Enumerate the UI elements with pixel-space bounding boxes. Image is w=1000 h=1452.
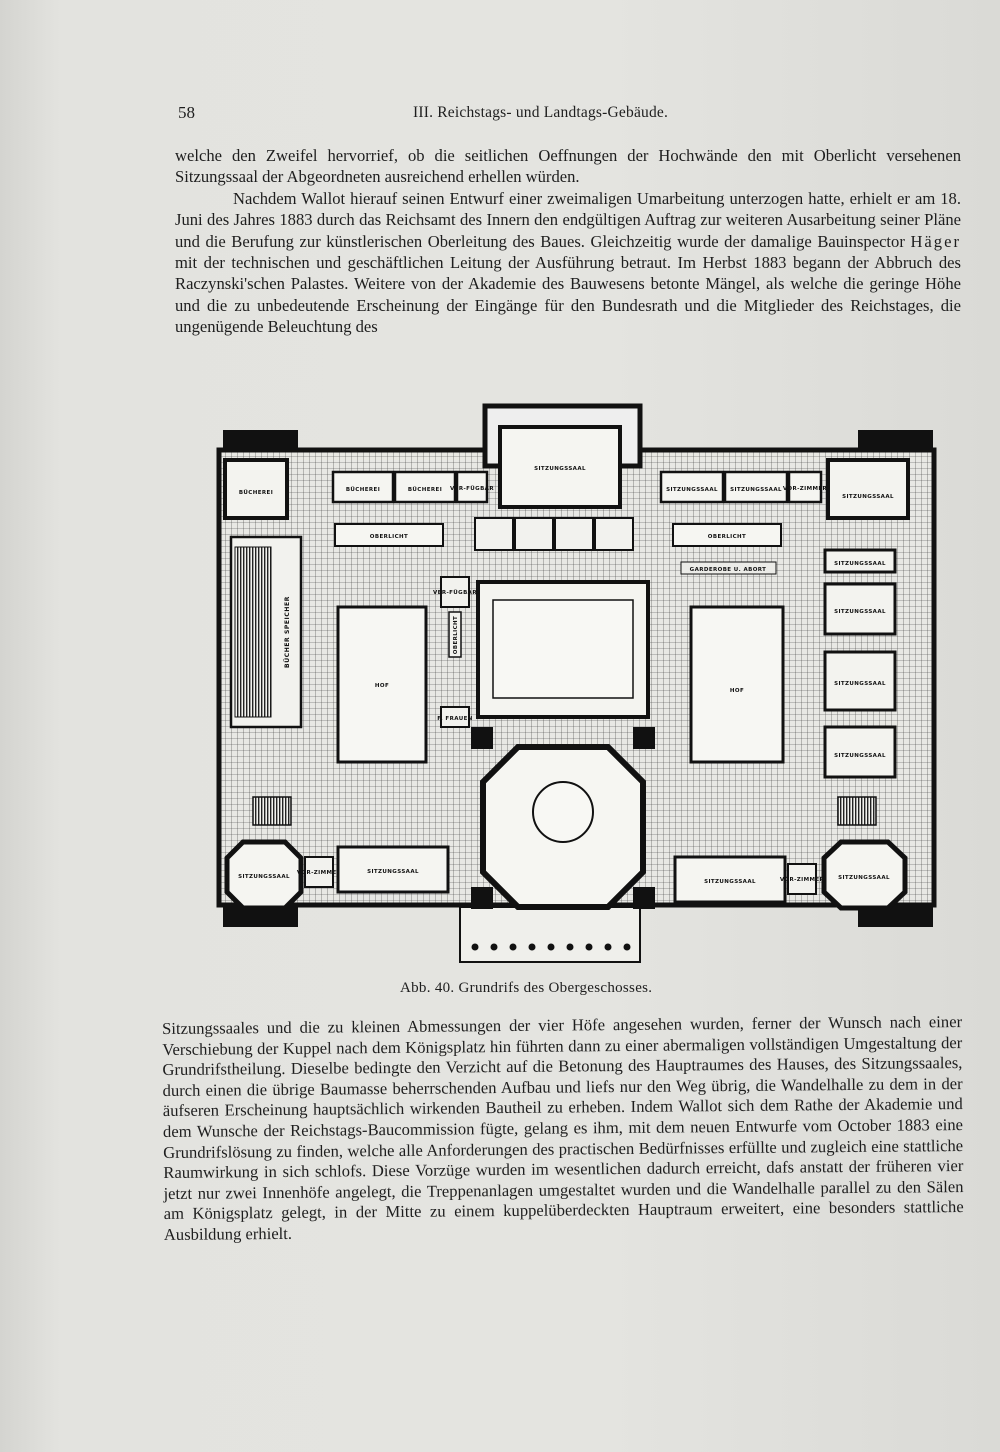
label-fuer-frauen: F. FRAUEN [437,716,472,722]
label-ss-side-4: SITZUNGSSAAL [834,753,886,759]
room-sitzungssaal-top [498,425,622,509]
paragraph: welche den Zweifel hervorrief, ob die se… [175,146,961,187]
room-vorzimmer-bl [304,856,334,888]
portico [459,906,641,963]
label-ss-side-2: SITZUNGSSAAL [834,609,886,615]
label-oberlicht-right: OBERLICHT [708,534,746,540]
label-ss-corner-br: SITZUNGSSAAL [838,875,890,881]
paragraph: Nachdem Wallot hierauf seinen Entwurf ei… [175,188,961,338]
text-block-top: welche den Zweifel hervorrief, ob die se… [175,145,961,338]
oberlicht-right [672,523,782,547]
label-ss-side-1: SITZUNGSSAAL [834,561,886,567]
label-garderobe: GARDEROBE U. ABORT [690,567,767,573]
floor-plan-drawing: BÜCHEREI SITZUNGSSAAL SITZUNGSSAAL BÜCHE… [216,403,937,963]
main-hall-inner [492,599,634,699]
dome-piers [471,727,655,909]
room-ss-side-1 [823,548,897,574]
room-buecherei-2 [393,470,457,504]
room-verfuegbar [455,470,489,504]
label-verfuegbar-2: VER-FÜGBAR [433,589,477,596]
label-hof-right: HOF [730,688,744,694]
room-ss-side-4 [823,725,897,779]
name-spaced: Häger [910,231,961,251]
label-ss-corner-bl: SITZUNGSSAAL [238,874,290,880]
room-ss-side-3 [823,650,897,712]
text-block-bottom: Sitzungssaales und die zu kleinen Abmess… [162,1012,964,1246]
room-ss-bottom-right [673,855,787,904]
label-sitzungssaal-r2: SITZUNGSSAAL [730,487,782,493]
text-run: mit der technischen und geschäftlichen L… [175,253,961,337]
room-buecherei-corner [223,458,289,520]
label-ss-side-3: SITZUNGSSAAL [834,681,886,687]
room-sitzungssaal-r1 [659,470,725,504]
label-ss-bottom-right: SITZUNGSSAAL [704,879,756,885]
label-buecherei-1: BÜCHEREI [346,486,380,493]
label-ss-bottom-left: SITZUNGSSAAL [367,869,419,875]
stair-left [252,796,292,826]
room-ss-corner-bl [224,839,304,911]
label-hof-left: HOF [375,683,389,689]
room-sitzungssaal-r2 [723,470,789,504]
courtyard-left [336,605,428,764]
label-sitzungssaal-r1: SITZUNGSSAAL [666,487,718,493]
label-vorzimmer: VOR-ZIMMER [783,486,828,492]
portico-columns [471,943,631,951]
room-sitzungssaal-corner-tr [826,458,910,520]
label-speicher: BÜCHER SPEICHER [284,596,291,668]
room-verfuegbar-2 [440,576,470,608]
text-run: Nachdem Wallot hierauf seinen Entwurf ei… [175,188,961,251]
garderobe [680,561,777,575]
label-oberlicht-left: OBERLICHT [370,534,408,540]
room-ss-corner-br [821,839,908,911]
room-oberlicht-small [448,611,462,658]
oberlicht-left [334,523,444,547]
room-buecherei-1 [331,470,395,504]
page-number: 58 [178,103,195,122]
room-vorzimmer [787,470,823,504]
paragraph: Sitzungssaales und die zu kleinen Abmess… [162,1012,964,1244]
label-verfuegbar: VER-FÜGBAR [450,485,494,492]
label-buecherei-2: BÜCHEREI [408,486,442,493]
label-buecherei-corner: BÜCHEREI [239,489,273,496]
page-header: 58 III. Reichstags- und Landtags-Gebäude… [175,103,960,127]
dome-circle [532,781,594,843]
label-oberlicht-small: OBERLICHT [453,616,459,654]
room-vorzimmer-br [787,863,817,895]
room-ss-bottom-left [336,845,450,894]
running-head: III. Reichstags- und Landtags-Gebäude. [413,104,669,121]
floor-plan-figure: BÜCHEREI SITZUNGSSAAL SITZUNGSSAAL BÜCHE… [213,402,943,972]
label-vorzimmer-bl: VOR-ZIMMER [297,870,342,876]
small-rooms-row [474,517,634,551]
figure-caption: Abb. 40. Grundrifs des Obergeschosses. [400,980,653,996]
stair-right [837,796,877,826]
label-sitzungssaal-corner-tr: SITZUNGSSAAL [842,494,894,500]
room-ss-side-2 [823,582,897,636]
label-sitzungssaal-top: SITZUNGSSAAL [534,466,586,472]
courtyard-right [689,605,785,764]
book-shelves [234,546,272,718]
label-vorzimmer-br: VOR-ZIMMER [780,877,825,883]
room-fuer-frauen [440,706,470,728]
